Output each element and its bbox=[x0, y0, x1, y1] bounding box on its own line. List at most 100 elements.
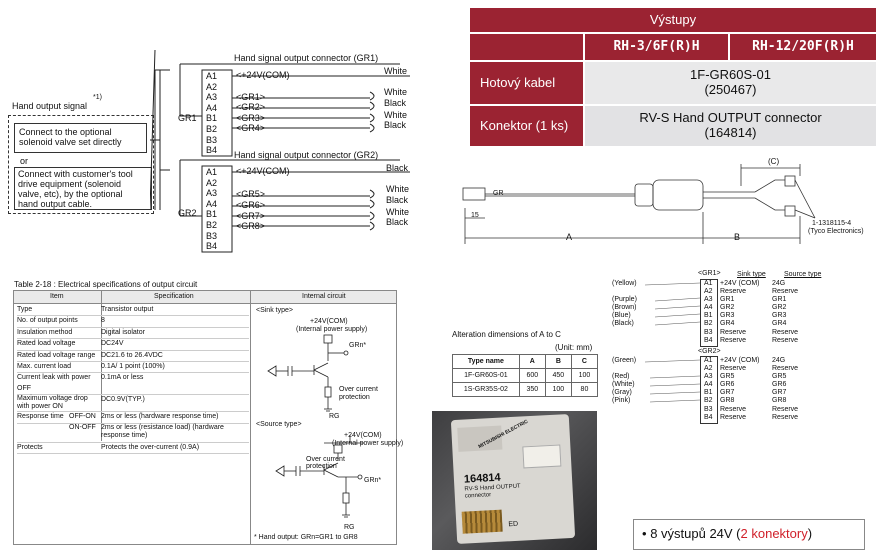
sink-rg-label: RG bbox=[329, 413, 340, 420]
gr1-wire-1: White bbox=[384, 66, 408, 76]
gr1-signal-gr2: <GR2> bbox=[236, 102, 266, 112]
gr1-pin-list: A1 A2 A3 A4 B1 B2 B3 B4 bbox=[206, 71, 218, 156]
source-rg-label: RG bbox=[344, 524, 355, 531]
cable-outline bbox=[462, 164, 816, 244]
row-cable-label: Hotový kabel bbox=[470, 62, 583, 104]
solenoid-option-box: Connect to the optional solenoid valve s… bbox=[14, 123, 147, 153]
list-item: (Green)A1+24V (COM)24G bbox=[612, 357, 786, 364]
gr2-signal-gr7: <GR7> bbox=[236, 211, 266, 221]
gr2-signal-gr5: <GR5> bbox=[236, 189, 266, 199]
alteration-title: Alteration dimensions of A to C bbox=[452, 330, 561, 339]
row-cable-value: 1F-GR60S-01 (250467) bbox=[585, 62, 876, 104]
list-item: (Yellow)A1+24V (COM)24G bbox=[612, 280, 786, 287]
sink-grn-label: GRn* bbox=[349, 342, 367, 349]
dim-c-label: (C) bbox=[768, 157, 780, 166]
connectors-highlight: 2 konektory bbox=[740, 526, 808, 541]
outputs-summary-note: • 8 výstupů 24V (2 konektory) bbox=[633, 519, 865, 550]
gr1-signal-gr1: <GR1> bbox=[236, 92, 266, 102]
alteration-unit: (Unit: mm) bbox=[555, 343, 593, 352]
sink-type-label: <Sink type> bbox=[256, 307, 293, 314]
hand-output-signal-label: Hand output signal bbox=[12, 101, 88, 111]
connector-pins bbox=[461, 509, 503, 534]
col-rh12-header: RH-12/20F(R)H bbox=[730, 34, 876, 60]
package-part-number: 164814 bbox=[463, 471, 501, 486]
spec-header-circuit: Internal circuit bbox=[302, 293, 346, 300]
gr2-wire-4: White bbox=[386, 207, 410, 217]
gr1-wire-3: Black bbox=[384, 98, 407, 108]
or-label: or bbox=[20, 156, 29, 166]
gr1-wire-2: White bbox=[384, 87, 408, 97]
gr1-wire-4: White bbox=[384, 110, 408, 120]
gr1-title: Hand signal output connector (GR1) bbox=[234, 53, 379, 63]
package-bag: MITSUBISHI ELECTRIC 164814 RV-S Hand OUT… bbox=[450, 413, 576, 545]
dim-15-label: 15 bbox=[471, 212, 479, 219]
source-type-label: <Source type> bbox=[256, 421, 302, 428]
row-connector-value: RV-S Hand OUTPUT connector (164814) bbox=[585, 106, 876, 146]
part-number-label: 1-1318115-4 bbox=[812, 220, 852, 227]
gr2-wire-1: Black bbox=[386, 163, 409, 173]
source-grn-label: GRn* bbox=[364, 477, 382, 484]
spec-table-caption: Table 2-18 : Electrical specifications o… bbox=[14, 280, 198, 289]
pinout-gr1-label: <GR1> bbox=[698, 270, 721, 277]
spec-header-item: Item bbox=[50, 293, 64, 300]
gr1-bracket-label: GR1 bbox=[178, 113, 197, 123]
gr2-wire-5: Black bbox=[386, 217, 409, 227]
hand-output-dashed-box bbox=[8, 115, 154, 214]
gr2-signal-gr6: <GR6> bbox=[236, 200, 266, 210]
source-type-header: Source type bbox=[784, 271, 822, 278]
part-maker-label: (Tyco Electronics) bbox=[808, 228, 864, 235]
circuit-footnote: * Hand output: GRn=GR1 to GR8 bbox=[254, 534, 358, 541]
pinout-gr2-label: <GR2> bbox=[698, 348, 721, 355]
dim-a-label: A bbox=[566, 232, 573, 242]
outputs-table-header: Výstupy bbox=[470, 8, 876, 32]
dim-b-label: B bbox=[734, 232, 741, 242]
row-connector-label: Konektor (1 ks) bbox=[470, 106, 583, 146]
alteration-table: Type name A B C 1F-GR60S-01 600 450 100 … bbox=[452, 354, 599, 397]
gr1-signal-gr3: <GR3> bbox=[236, 113, 266, 123]
col-rh3-header: RH-3/6F(R)H bbox=[585, 34, 728, 60]
outputs-table-corner bbox=[470, 34, 583, 60]
gr1-signal-gr4: <GR4> bbox=[236, 123, 266, 133]
sink-type-header: Sink type bbox=[737, 271, 766, 278]
bullet-icon: • bbox=[642, 526, 647, 541]
gr2-pin-list: A1 A2 A3 A4 B1 B2 B3 B4 bbox=[206, 167, 218, 252]
pinout-leader-lines bbox=[645, 282, 701, 403]
gr2-wire-3: Black bbox=[386, 195, 409, 205]
gr2-bracket-label: GR2 bbox=[178, 208, 197, 218]
gr-label: GR bbox=[493, 190, 504, 197]
footnote-mark: *1) bbox=[93, 94, 102, 101]
gr2-signal-com: <+24V(COM) bbox=[236, 166, 290, 176]
gr1-signal-com: <+24V(COM) bbox=[236, 70, 290, 80]
gr2-wire-2: White bbox=[386, 184, 410, 194]
table-row: 1F-GR60S-01 600 450 100 bbox=[452, 368, 599, 383]
gr2-title: Hand signal output connector (GR2) bbox=[234, 150, 379, 160]
spec-header-specification: Specification bbox=[154, 293, 194, 300]
gr1-wire-5: Black bbox=[384, 120, 407, 130]
tool-drive-box: Connect with customer's tool drive equip… bbox=[14, 167, 152, 210]
table-row: 1S-GR35S-02 350 100 80 bbox=[452, 382, 599, 397]
